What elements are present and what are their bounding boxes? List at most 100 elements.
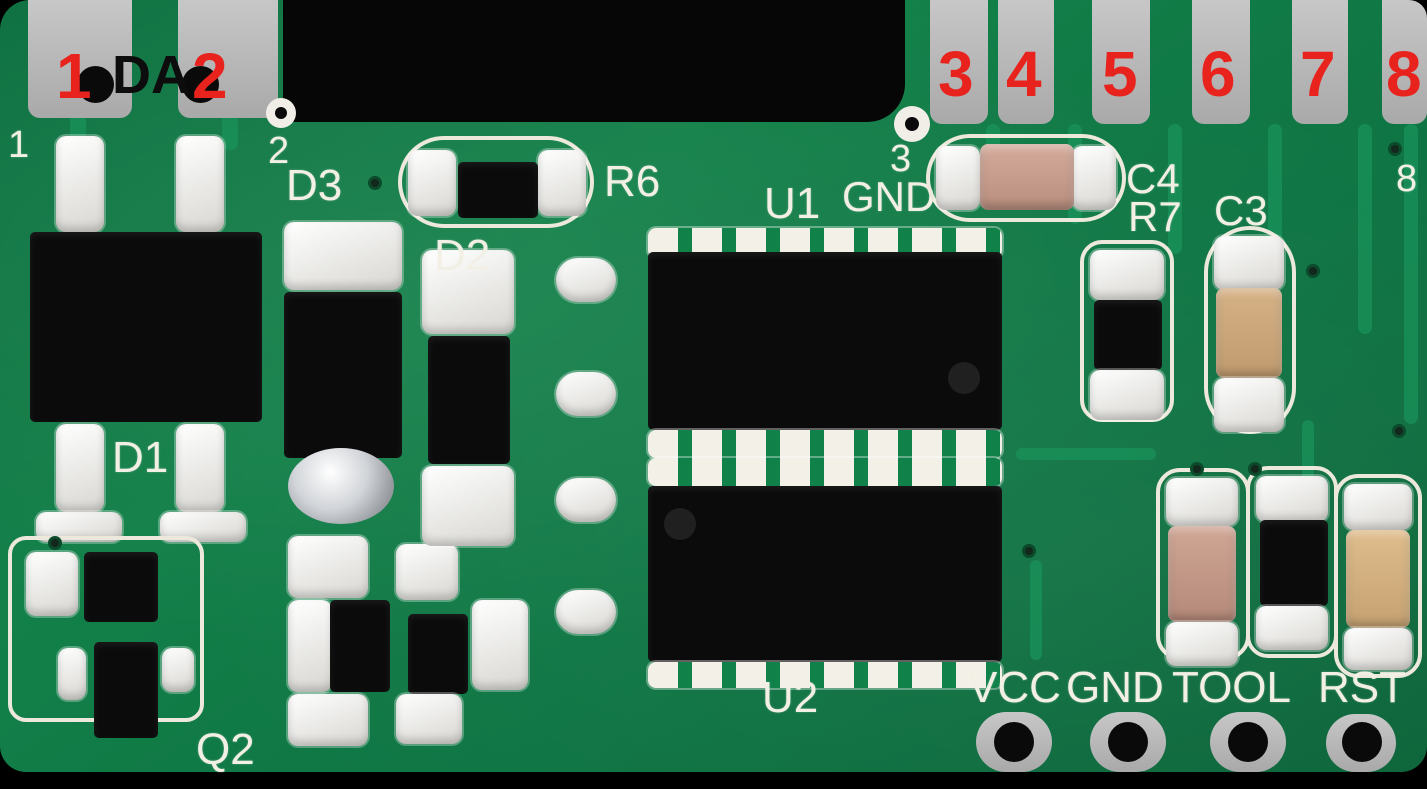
component-capacitor-body xyxy=(1168,526,1236,622)
edge-pad-3 xyxy=(930,0,988,124)
cap-silk-outline xyxy=(1334,474,1422,678)
label-d3: D3 xyxy=(286,161,343,210)
pin-annotation-6: 6 xyxy=(1200,38,1236,110)
label-d2: D2 xyxy=(434,231,491,280)
solder-pad xyxy=(396,694,462,744)
copper-trace xyxy=(1016,448,1156,460)
component-q2-lead xyxy=(94,642,158,738)
through-hole-vcc xyxy=(994,722,1034,762)
via xyxy=(1248,462,1262,476)
solder-pad xyxy=(1214,378,1284,432)
label-c3: C3 xyxy=(1214,187,1268,234)
label-vcc: VCC xyxy=(968,663,1061,712)
r7-silk-outline xyxy=(1080,240,1174,422)
label-q2: Q2 xyxy=(196,725,255,774)
edge-pad-8 xyxy=(1382,0,1427,124)
board-notch xyxy=(283,0,905,122)
component-d2-body xyxy=(428,336,510,464)
copper-trace xyxy=(1358,124,1372,334)
solder-pad xyxy=(288,600,332,692)
solder-pad xyxy=(556,372,616,416)
u1-pin-row-bottom xyxy=(648,430,1002,458)
silk-pin-3: 3 xyxy=(890,138,912,180)
copper-trace xyxy=(1168,124,1182,254)
solder-pad xyxy=(1256,606,1328,650)
solder-pad xyxy=(408,150,456,216)
label-tool: TOOL xyxy=(1172,663,1292,712)
pin-annotation-2: 2 xyxy=(192,40,228,112)
solder-pad xyxy=(26,552,78,616)
solder-pad xyxy=(1090,250,1164,300)
via xyxy=(1392,424,1406,438)
component-r6-body xyxy=(458,162,538,218)
solder-pad xyxy=(396,544,458,600)
component-d3-body xyxy=(284,292,402,458)
pin-2-drill xyxy=(275,107,287,119)
via xyxy=(48,536,62,550)
through-hole-rst xyxy=(1342,722,1382,762)
solder-pad xyxy=(472,600,528,690)
solder-pad xyxy=(288,694,368,746)
via xyxy=(1388,142,1402,156)
label-u2: U2 xyxy=(762,673,819,722)
c3-silk-outline xyxy=(1204,226,1296,434)
u1-pin1-dot xyxy=(948,362,980,394)
copper-trace xyxy=(1404,124,1418,424)
solder-pad xyxy=(1090,370,1164,420)
pad-2-hole xyxy=(182,66,219,103)
through-hole-tool xyxy=(1228,722,1268,762)
pin-annotation-7: 7 xyxy=(1300,38,1336,110)
silk-pin-8: 8 xyxy=(1396,158,1418,200)
pin-3-drill xyxy=(905,117,919,131)
solder-pad xyxy=(56,136,104,232)
edge-pad-6 xyxy=(1192,0,1250,124)
solder-pad xyxy=(176,136,224,232)
component-body xyxy=(1260,520,1328,606)
component-d1-body xyxy=(30,232,262,422)
pin-annotation-8: 8 xyxy=(1386,38,1422,110)
component-u2-body xyxy=(648,486,1002,662)
copper-trace xyxy=(1030,560,1042,660)
label-rst: RST xyxy=(1318,663,1406,712)
component-q2-body xyxy=(84,552,158,622)
solder-pad xyxy=(284,222,402,290)
solder-pad xyxy=(556,478,616,522)
pin-annotation-5: 5 xyxy=(1102,38,1138,110)
solder-pad xyxy=(162,648,194,692)
label-d1: D1 xyxy=(112,433,169,482)
solder-pad xyxy=(1344,628,1412,670)
u2-pin-row-bottom xyxy=(648,662,1002,688)
pin-annotation-3: 3 xyxy=(938,38,974,110)
pin-annotation-1: 1 xyxy=(56,40,92,112)
via xyxy=(368,176,382,190)
component-u1-body xyxy=(648,252,1002,430)
silk-pin-2: 2 xyxy=(268,130,290,172)
solder-pad xyxy=(1344,484,1412,530)
solder-pad xyxy=(936,146,980,210)
pin-annotation-4: 4 xyxy=(1006,38,1042,110)
u2-pin-row-top xyxy=(648,458,1002,486)
solder-pad xyxy=(1256,476,1328,522)
solder-pad xyxy=(176,424,224,512)
label-gnd-top: GND xyxy=(842,173,936,220)
solder-pad xyxy=(556,258,616,302)
c4-silk-outline xyxy=(926,134,1126,222)
solder-pad xyxy=(422,466,514,546)
component-capacitor-body xyxy=(1346,530,1410,628)
component-c4-body xyxy=(980,144,1074,210)
solder-blob xyxy=(288,448,394,524)
solder-pad xyxy=(422,250,514,334)
solder-pad xyxy=(56,424,104,512)
solder-pad xyxy=(58,648,86,700)
through-hole-gnd xyxy=(1108,722,1148,762)
label-gnd-bottom: GND xyxy=(1066,663,1164,712)
solder-pad xyxy=(1214,236,1284,290)
solder-pad xyxy=(288,536,368,598)
copper-trace xyxy=(70,112,86,140)
component-body xyxy=(408,614,468,694)
edge-pad-7 xyxy=(1292,0,1348,124)
via xyxy=(1190,462,1204,476)
pad-1-hole xyxy=(77,66,114,103)
silk-pin-1: 1 xyxy=(8,124,30,166)
r6-silk-outline xyxy=(398,136,594,228)
